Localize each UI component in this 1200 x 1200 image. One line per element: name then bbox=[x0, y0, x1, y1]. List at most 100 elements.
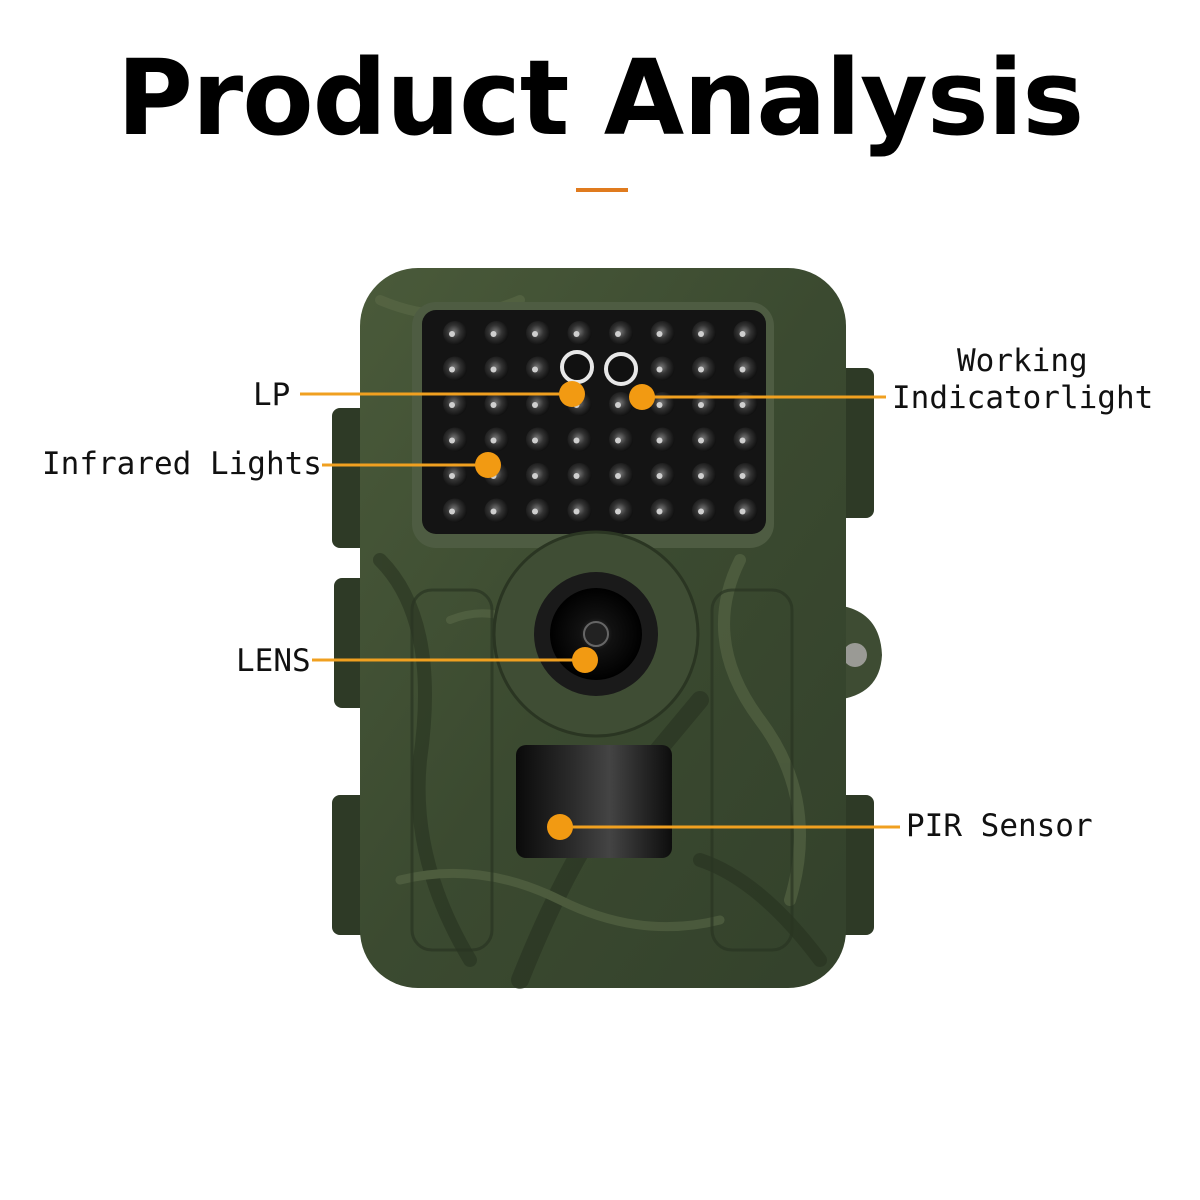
label-pir-sensor: PIR Sensor bbox=[906, 808, 1093, 844]
callout-dot-infrared bbox=[475, 452, 501, 478]
ir-led-highlight bbox=[656, 508, 663, 515]
ir-led bbox=[443, 498, 467, 523]
ir-led bbox=[733, 321, 758, 345]
label-lp: LP bbox=[253, 377, 291, 413]
ir-led bbox=[692, 498, 716, 523]
ir-led bbox=[650, 498, 675, 523]
ir-led bbox=[609, 498, 633, 523]
working-indicator-light bbox=[604, 352, 638, 386]
ir-led bbox=[526, 321, 550, 345]
ir-led bbox=[443, 463, 467, 487]
title-accent-bar bbox=[576, 188, 628, 192]
ir-led bbox=[692, 427, 716, 452]
ir-led bbox=[484, 427, 509, 452]
ir-led-highlight bbox=[656, 331, 663, 337]
ir-led-highlight bbox=[490, 402, 497, 408]
ir-led-highlight bbox=[698, 473, 704, 479]
ir-led bbox=[692, 321, 716, 345]
ir-led-highlight bbox=[739, 437, 746, 444]
ir-led bbox=[526, 356, 550, 381]
ir-led-highlight bbox=[615, 402, 621, 408]
ir-led bbox=[443, 321, 467, 345]
ir-led-highlight bbox=[449, 366, 455, 373]
callout-lines bbox=[300, 392, 900, 829]
ir-led-highlight bbox=[532, 437, 538, 444]
ir-led-highlight bbox=[573, 437, 580, 444]
ir-led-highlight bbox=[739, 331, 746, 337]
ir-led-highlight bbox=[739, 366, 746, 373]
ir-led-highlight bbox=[449, 437, 455, 444]
lens-highlight bbox=[583, 621, 609, 647]
label-lens: LENS bbox=[236, 643, 311, 679]
ir-led bbox=[484, 321, 509, 345]
ir-led-highlight bbox=[532, 366, 538, 373]
ir-led-highlight bbox=[698, 437, 704, 444]
ir-led-highlight bbox=[698, 331, 704, 337]
ir-led bbox=[567, 427, 592, 452]
side-screw bbox=[843, 643, 867, 667]
ir-led-highlight bbox=[698, 402, 704, 408]
ir-led-highlight bbox=[573, 473, 580, 479]
ir-led-highlight bbox=[698, 366, 704, 373]
infrared-led-grid bbox=[443, 321, 758, 523]
ir-led-highlight bbox=[449, 508, 455, 515]
ir-led-highlight bbox=[615, 508, 621, 515]
ir-led bbox=[484, 498, 509, 523]
ir-led bbox=[526, 463, 550, 487]
ir-led bbox=[526, 498, 550, 523]
ir-led-highlight bbox=[615, 331, 621, 337]
ir-led-highlight bbox=[656, 473, 663, 479]
ir-led bbox=[733, 356, 758, 381]
label-infrared-lights: Infrared Lights bbox=[42, 446, 322, 482]
callout-dots bbox=[475, 381, 655, 840]
ir-led-highlight bbox=[615, 473, 621, 479]
ir-panel bbox=[422, 310, 766, 534]
ir-led-highlight bbox=[449, 402, 455, 408]
ir-led-highlight bbox=[698, 508, 704, 515]
ir-led bbox=[609, 427, 633, 452]
ir-led bbox=[692, 463, 716, 487]
ir-led bbox=[443, 427, 467, 452]
ir-led bbox=[484, 392, 509, 416]
ir-led bbox=[609, 321, 633, 345]
ir-led bbox=[567, 321, 592, 345]
ir-led bbox=[650, 427, 675, 452]
page-title: Product Analysis bbox=[116, 37, 1085, 159]
label-working-line2: Indicatorlight bbox=[892, 380, 1154, 416]
ir-led-highlight bbox=[449, 473, 455, 479]
ir-led-highlight bbox=[490, 508, 497, 515]
ir-led bbox=[526, 392, 550, 416]
ir-led bbox=[567, 463, 592, 487]
ir-led bbox=[443, 392, 467, 416]
lp-sensor bbox=[560, 350, 594, 384]
ir-led bbox=[733, 427, 758, 452]
body-panels bbox=[410, 588, 794, 952]
ir-led-highlight bbox=[449, 331, 455, 337]
ir-led-highlight bbox=[490, 366, 497, 373]
ir-led bbox=[733, 498, 758, 523]
ir-led bbox=[733, 463, 758, 487]
ir-led bbox=[484, 356, 509, 381]
ir-led bbox=[692, 356, 716, 381]
ir-led-highlight bbox=[739, 402, 746, 408]
ir-led-highlight bbox=[739, 473, 746, 479]
ir-led-highlight bbox=[656, 402, 663, 408]
ir-led-highlight bbox=[532, 508, 538, 515]
ir-led-highlight bbox=[532, 331, 538, 337]
ir-led-highlight bbox=[532, 473, 538, 479]
ir-led-highlight bbox=[490, 331, 497, 337]
callout-dot-pir bbox=[547, 814, 573, 840]
ir-led-highlight bbox=[573, 331, 580, 337]
pir-sensor bbox=[516, 745, 672, 858]
side-straps bbox=[332, 368, 882, 935]
ir-led-highlight bbox=[573, 508, 580, 515]
callout-dot-lens bbox=[572, 647, 598, 673]
ir-led bbox=[609, 392, 633, 416]
ir-led-highlight bbox=[656, 437, 663, 444]
ir-led bbox=[443, 356, 467, 381]
callout-dot-lp bbox=[559, 381, 585, 407]
callout-dot-working bbox=[629, 384, 655, 410]
ir-led bbox=[567, 498, 592, 523]
ir-led-highlight bbox=[739, 508, 746, 515]
